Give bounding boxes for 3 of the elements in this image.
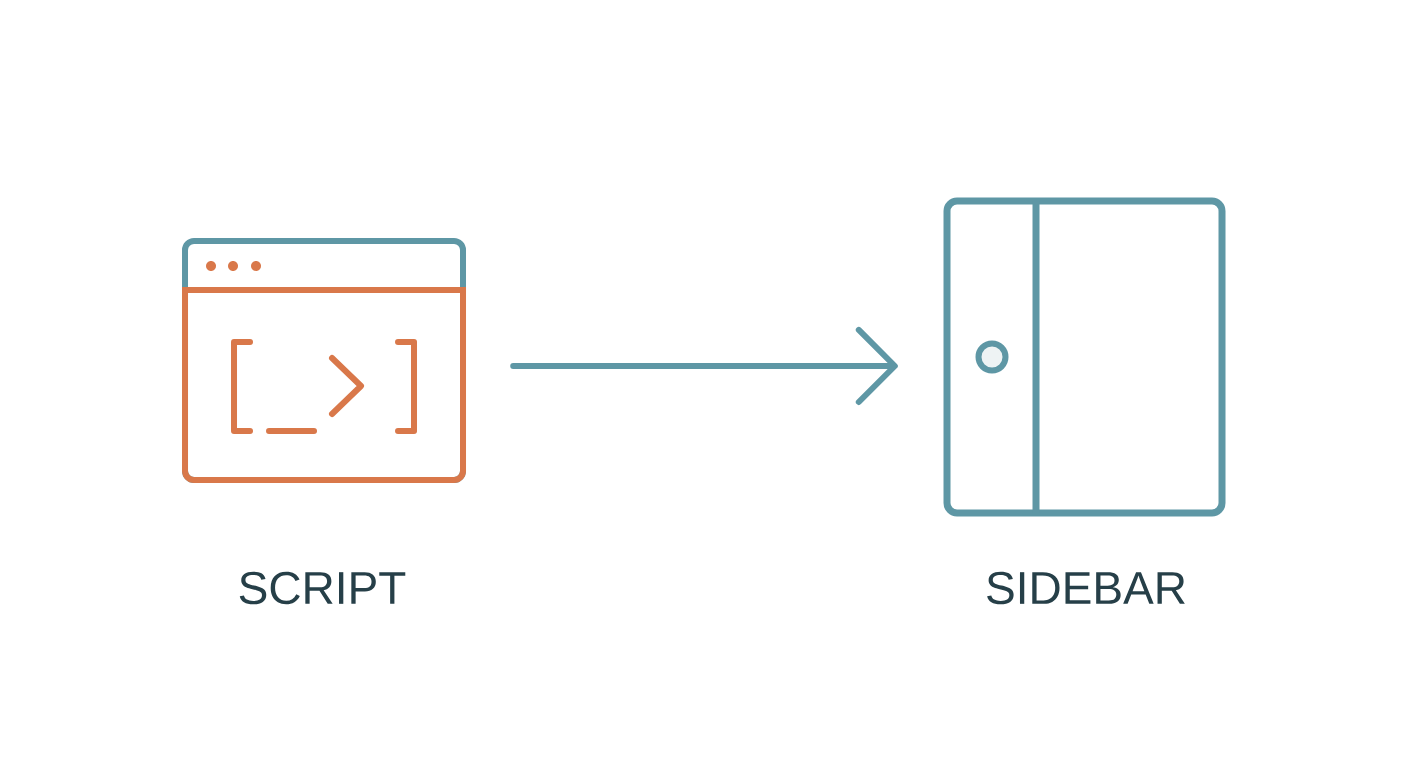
node-label: SIDEBAR [987,571,1185,605]
node-label: SCRIPT [239,571,406,605]
arrow [510,327,898,405]
